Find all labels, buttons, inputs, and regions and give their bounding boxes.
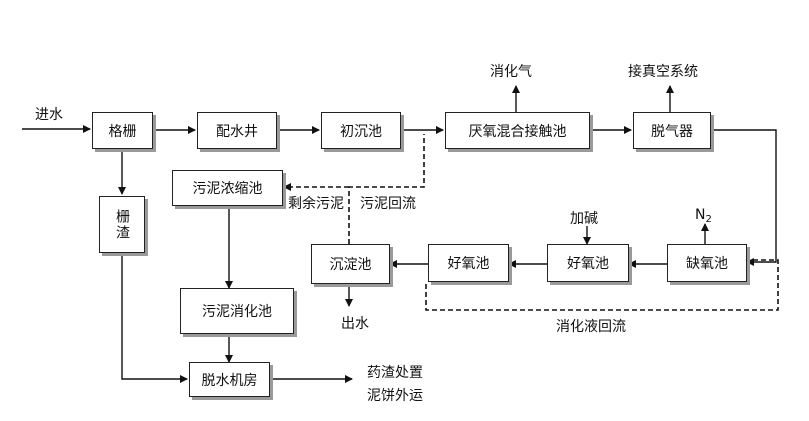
dewatering-room-box: 脱水机房 xyxy=(189,362,270,397)
sludge-return-label: 污泥回流 xyxy=(360,196,416,212)
cake-transport-label: 泥饼外运 xyxy=(367,388,423,404)
residue-disposal-label: 药渣处置 xyxy=(367,365,423,381)
n2-subscript: 2 xyxy=(705,214,712,225)
sludge-digester-box: 污泥消化池 xyxy=(180,288,294,334)
aerobic-tank-1-box: 好氧池 xyxy=(428,244,509,282)
n2-symbol: N xyxy=(695,207,706,223)
influent-label: 进水 xyxy=(35,107,63,123)
sludge-thickener-box: 污泥浓缩池 xyxy=(172,170,283,206)
anaerobic-tank-box: 厌氧混合接触池 xyxy=(445,112,590,149)
secondary-clarifier-box: 沉淀池 xyxy=(311,244,390,284)
screenings-box: 栅渣 xyxy=(99,196,145,253)
excess-sludge-label: 剩余污泥 xyxy=(288,196,344,212)
add-alkali-label: 加碱 xyxy=(570,211,598,227)
degasser-box: 脱气器 xyxy=(633,112,711,149)
digester-gas-label: 消化气 xyxy=(490,64,532,80)
vacuum-system-label: 接真空系统 xyxy=(628,64,698,80)
digestate-return-label: 消化液回流 xyxy=(556,319,626,335)
distribution-well-box: 配水井 xyxy=(197,112,277,149)
effluent-label: 出水 xyxy=(341,316,369,332)
anoxic-tank-box: 缺氧池 xyxy=(667,244,747,282)
primary-clarifier-box: 初沉池 xyxy=(321,112,401,149)
arrow-degasser-to-anoxic xyxy=(711,129,777,266)
dashed-sludge-return xyxy=(348,134,425,244)
arrow-screenings-to-dewatering xyxy=(121,253,188,383)
grille-box: 格栅 xyxy=(92,112,153,149)
dashed-digestate-return xyxy=(425,259,779,311)
n2-label: N2 xyxy=(695,207,712,225)
aerobic-tank-2-box: 好氧池 xyxy=(547,244,629,282)
